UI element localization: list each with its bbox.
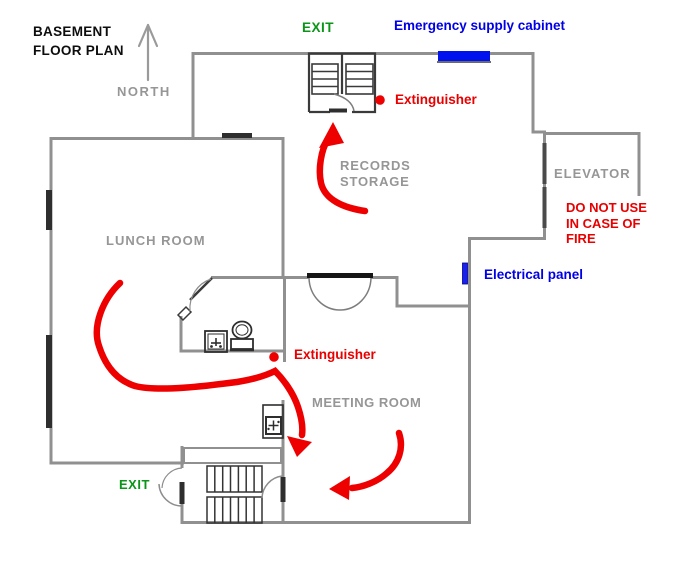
route-arrow-north [316,122,369,215]
outer-walls [49,52,641,524]
exit-label-south: EXIT [119,477,150,492]
north-label: NORTH [117,84,171,99]
window-icon [46,190,52,230]
electrical-panel-label: Electrical panel [484,267,584,282]
window-markers [46,133,252,428]
extinguisher-dot-icon [375,95,385,105]
window-icon [46,335,52,428]
extinguisher-dot-icon [269,352,279,362]
warning-line2: IN CASE OF [566,215,641,231]
meeting-room-label: MEETING ROOM [312,395,422,410]
emergency-cabinet-icon [438,51,490,61]
exit-label-north: EXIT [302,20,335,35]
records-storage-line2: STORAGE [340,174,410,189]
records-storage-label: RECORDS STORAGE [340,158,411,190]
warning-line3: FIRE [566,231,596,246]
north-exit-stairs [307,52,377,114]
door-threshold-icon [329,108,347,113]
extinguisher-label-north: Extinguisher [395,92,477,107]
page-title-line2: FLOOR PLAN [33,43,124,58]
door-lintel-icon [222,133,252,138]
page-title: BASEMENT FLOOR PLAN [33,22,124,60]
route-arrow-meetingroom [329,429,405,500]
route-arrow-lunchroom [93,279,312,457]
toilet-icon [230,320,254,352]
bathroom-door-icon [176,277,213,322]
stairwell-door-icon [261,475,286,502]
elevator-warning-label: DO NOT USE IN CASE OF FIRE [566,200,647,247]
records-storage-line1: RECORDS [340,158,411,173]
double-door-icon [307,273,373,311]
utility-sink-icon [262,404,284,439]
lunch-room-label: LUNCH ROOM [106,233,206,248]
warning-line1: DO NOT USE [566,200,647,215]
extinguisher-label-central: Extinguisher [294,347,376,362]
south-exit-stairs [158,404,286,524]
emergency-cabinet-label: Emergency supply cabinet [394,18,566,33]
exit-door-icon [158,467,185,507]
page-title-line1: BASEMENT [33,24,112,39]
electrical-panel-icon [462,262,468,285]
elevator-label: ELEVATOR [554,166,631,181]
evacuation-route-arrows [93,122,405,500]
sink-icon [204,330,228,353]
north-arrow-icon [137,23,159,82]
